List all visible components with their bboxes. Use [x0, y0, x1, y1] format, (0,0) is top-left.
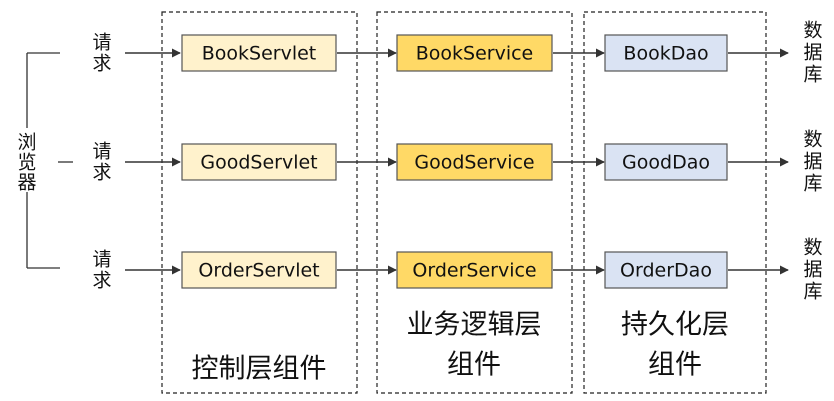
service-node-label: BookService — [416, 43, 534, 65]
database-label-char-3: 库 — [803, 281, 822, 303]
business-layer-label-line-1: 业务逻辑层 — [407, 310, 542, 341]
control-layer-label: 控制层组件 — [192, 354, 327, 385]
request-label-char-1: 请 — [92, 32, 111, 54]
database-label-char-1: 数 — [803, 20, 822, 42]
browser-char-1: 浏 — [17, 132, 36, 154]
database-label-char-2: 据 — [803, 259, 822, 281]
dao-node-label: BookDao — [623, 43, 708, 65]
business-layer-label-line-2: 组件 — [447, 350, 501, 381]
dao-node-box — [604, 143, 728, 181]
service-node-label: OrderService — [412, 260, 536, 282]
database-label-char-3: 库 — [803, 173, 822, 195]
servlet-node: OrderServlet — [181, 251, 337, 289]
service-node: GoodService — [396, 143, 553, 181]
browser-label: 浏 览 器 — [17, 132, 36, 194]
servlet-node-label: BookServlet — [202, 43, 317, 65]
persistence-layer-label-line-2: 组件 — [648, 350, 702, 381]
request-label-char-1: 请 — [92, 249, 111, 271]
row-1: 请求 BookServlet BookService BookDao 数据库 — [92, 20, 822, 86]
service-node-label: GoodService — [414, 152, 534, 174]
servlet-node-box — [181, 34, 337, 72]
dao-node-label: GoodDao — [622, 152, 710, 174]
browser-bracket — [26, 52, 73, 269]
servlet-node-box — [181, 143, 337, 181]
browser-char-3: 器 — [17, 172, 36, 194]
servlet-node-box — [181, 251, 337, 289]
persistence-layer-label: 持久化层 组件 — [621, 310, 729, 381]
request-label-char-2: 求 — [92, 53, 111, 75]
service-node-box — [396, 34, 553, 72]
dao-node: BookDao — [604, 34, 728, 72]
browser-char-2: 览 — [17, 152, 36, 174]
control-layer-group — [161, 11, 358, 394]
database-label-char-3: 库 — [803, 64, 822, 86]
service-node: OrderService — [396, 251, 553, 289]
servlet-node: BookServlet — [181, 34, 337, 72]
persistence-layer-label-line-1: 持久化层 — [621, 310, 729, 341]
persistence-layer-group — [583, 11, 767, 394]
servlet-node-label: GoodServlet — [200, 152, 317, 174]
database-label-char-2: 据 — [803, 151, 822, 173]
control-layer-label-line-1: 控制层组件 — [192, 354, 327, 385]
database-label-char-2: 据 — [803, 42, 822, 64]
business-layer-label: 业务逻辑层 组件 — [407, 310, 542, 381]
row-3: 请求 OrderServlet OrderService OrderDao 数据库 — [92, 237, 822, 303]
dao-node-box — [604, 34, 728, 72]
database-label-char-1: 数 — [803, 237, 822, 259]
request-label-char-2: 求 — [92, 162, 111, 184]
servlet-node: GoodServlet — [181, 143, 337, 181]
dao-node-label: OrderDao — [620, 260, 712, 282]
service-node: BookService — [396, 34, 553, 72]
service-node-box — [396, 143, 553, 181]
dao-node-box — [604, 251, 728, 289]
request-label-char-1: 请 — [92, 141, 111, 163]
database-label-char-1: 数 — [803, 129, 822, 151]
dao-node: OrderDao — [604, 251, 728, 289]
business-layer-group — [376, 11, 573, 394]
servlet-node-label: OrderServlet — [198, 260, 319, 282]
row-2: 请求 GoodServlet GoodService GoodDao 数据库 — [92, 129, 822, 195]
service-node-box — [396, 251, 553, 289]
request-label-char-2: 求 — [92, 270, 111, 292]
dao-node: GoodDao — [604, 143, 728, 181]
